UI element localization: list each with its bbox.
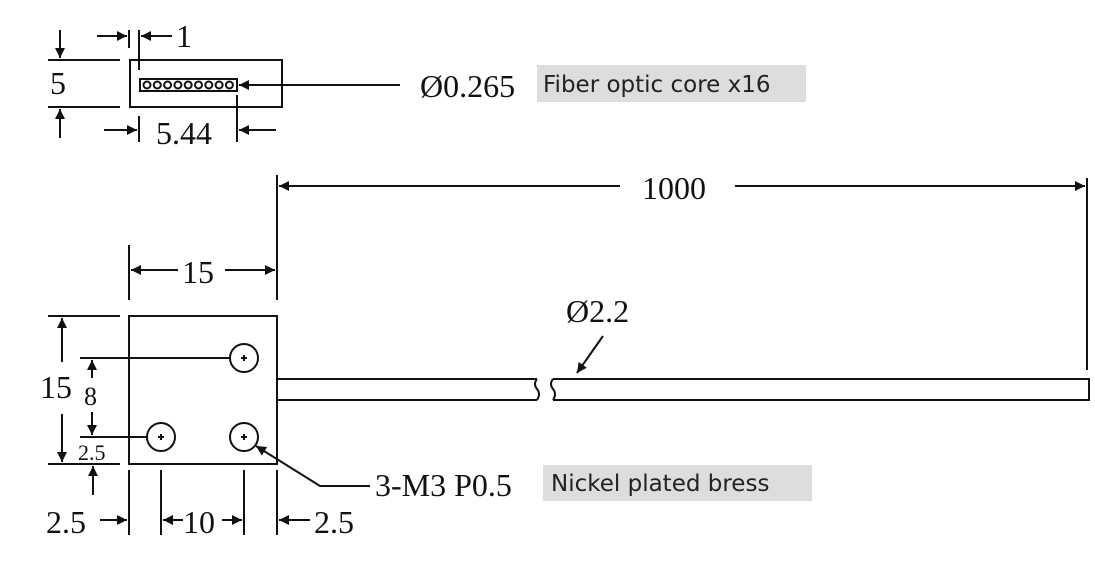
width-dimension: 5.44 xyxy=(156,115,212,151)
fiber-core xyxy=(173,80,183,90)
core-array xyxy=(139,78,238,92)
height-dimension: 5 xyxy=(50,65,66,101)
cross-section-outline xyxy=(129,59,283,108)
hole-bottom-offset: 2.5 xyxy=(78,440,106,465)
fiber-cable xyxy=(277,378,1090,401)
hole-right-offset: 2.5 xyxy=(314,504,354,540)
hole-horizontal-spacing: 10 xyxy=(183,504,215,540)
length-dimension: 1000 xyxy=(642,170,706,206)
fiber-core xyxy=(194,80,203,90)
block-width-dimension: 15 xyxy=(182,254,214,290)
cable-diameter-label: Ø2.2 xyxy=(566,293,629,329)
block-height-dimension: 15 xyxy=(40,369,72,405)
hole-left-offset: 2.5 xyxy=(46,504,86,540)
core-diameter-label: Ø0.265 xyxy=(420,68,515,104)
fiber-core xyxy=(163,80,173,90)
material-note: Nickel plated bress xyxy=(551,471,769,497)
mounting-holes xyxy=(146,343,259,452)
fiber-core xyxy=(142,80,152,90)
fiber-core xyxy=(224,80,234,90)
fiber-core xyxy=(152,80,162,90)
core-note: Fiber optic core x16 xyxy=(543,72,771,98)
mounting-block xyxy=(128,315,278,465)
hole-spacing-vertical: 8 xyxy=(84,382,97,411)
fiber-core xyxy=(204,80,214,90)
pitch-dimension: 1 xyxy=(176,18,192,54)
fiber-core xyxy=(183,80,193,90)
fiber-cores xyxy=(142,80,234,90)
side-view: 1000 15 Ø2.2 15 8 2.5 2.5 xyxy=(40,170,1090,540)
thread-label: 3-M3 P0.5 xyxy=(375,467,512,503)
cross-section-view: 1 5 5.44 Ø0.265 Fiber optic core x16 xyxy=(48,18,806,151)
fiber-core xyxy=(214,80,224,90)
